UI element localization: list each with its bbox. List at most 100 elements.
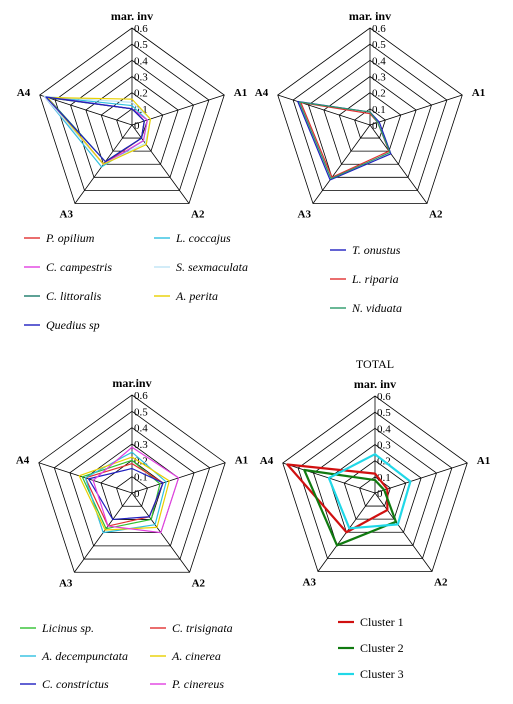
legend-label: Cluster 3 [360, 667, 404, 681]
grid-ring [39, 27, 225, 204]
grid-ring [323, 76, 417, 165]
grid-ring [328, 444, 422, 533]
axis-spoke [312, 124, 371, 204]
axis-spoke [374, 462, 468, 494]
legend-label: S. sexmaculata [176, 260, 248, 274]
radar-chart-3: 00.10.20.30.40.50.6mar.invA1A2A3A4Licinu… [16, 376, 248, 691]
legend: Licinus sp. C. trisignata A. decempunctata… [20, 621, 233, 691]
legend-label: A. perita [175, 289, 218, 303]
tick-label: 0.3 [134, 72, 148, 84]
grid-ring [338, 92, 402, 152]
grid-ring [54, 43, 210, 191]
tick-label: 0.5 [377, 407, 391, 419]
legend-label: Cluster 1 [360, 615, 404, 629]
axis-label: A3 [59, 577, 73, 589]
series-line [298, 101, 391, 180]
grid-ring [308, 59, 432, 178]
axis-label: A2 [191, 208, 205, 220]
tick-label: 0.5 [134, 39, 148, 51]
tick-label: 0.3 [372, 72, 386, 84]
axis-label: A4 [16, 455, 30, 467]
grid-ring [313, 427, 437, 546]
chart-title: mar.inv [112, 376, 151, 390]
axis-spoke [369, 94, 463, 126]
tick-label: 0 [134, 488, 140, 500]
tick-label: 0 [372, 120, 378, 132]
axis-label: A2 [429, 208, 443, 220]
grid-ring [359, 476, 391, 507]
series-line [81, 459, 161, 530]
tick-label: 0.6 [134, 23, 148, 35]
chart-title: mar. inv [354, 377, 396, 391]
legend-label: C. littoralis [46, 289, 102, 303]
legend-label: A. decempunctata [41, 649, 128, 663]
legend-label: Quedius sp [46, 318, 100, 332]
axis-label: A3 [298, 208, 312, 220]
axis-label: A3 [60, 208, 74, 220]
chart-subtitle: TOTAL [356, 357, 394, 371]
grid-ring [53, 410, 211, 560]
axis-spoke [369, 124, 428, 204]
tick-label: 0.4 [377, 423, 391, 435]
tick-label: 0.1 [134, 472, 148, 484]
axis-spoke [277, 94, 371, 126]
tick-label: 0.4 [134, 423, 148, 435]
axis-label: A4 [17, 87, 31, 99]
tick-label: 0.6 [377, 391, 391, 403]
axis-label: A1 [472, 87, 485, 99]
grid-ring [354, 108, 386, 139]
axis-label: A1 [235, 455, 248, 467]
series-line [92, 446, 180, 534]
axis-label: A1 [477, 455, 490, 467]
legend-label: P. cinereus [171, 677, 224, 691]
axis-label: A2 [434, 576, 448, 588]
grid-ring [277, 27, 463, 204]
legend-label: P. opilium [45, 231, 95, 245]
legend-label: C. trisignata [172, 621, 233, 635]
series-line [87, 467, 164, 521]
legend: Cluster 1 Cluster 2 Cluster 3 [338, 615, 404, 681]
axis-spoke [374, 492, 433, 572]
tick-label: 0.3 [134, 439, 148, 451]
legend-label: C. campestris [46, 260, 112, 274]
series-line [46, 96, 152, 165]
series-line [45, 96, 145, 163]
tick-label: 0 [377, 488, 383, 500]
axis-label: A3 [303, 576, 317, 588]
tick-label: 0.2 [134, 88, 148, 100]
grid-ring [343, 460, 407, 520]
tick-label: 0.5 [134, 406, 148, 418]
legend-label: Cluster 2 [360, 641, 404, 655]
tick-label: 0.1 [372, 104, 386, 116]
tick-label: 0.6 [372, 23, 386, 35]
tick-label: 0.4 [134, 55, 148, 67]
tick-label: 0.6 [134, 390, 148, 402]
series-line [327, 453, 412, 530]
legend-label: A. cinerea [171, 649, 221, 663]
tick-label: 0.5 [372, 39, 386, 51]
legend-label: N. viduata [351, 301, 402, 315]
grid-ring [69, 427, 195, 547]
tick-label: 0.2 [372, 88, 386, 100]
grid-ring [85, 76, 179, 165]
legend-label: Licinus sp. [41, 621, 94, 635]
grid-ring [292, 43, 448, 191]
tick-label: 0.3 [377, 440, 391, 452]
axis-label: A4 [255, 87, 269, 99]
grid-ring [38, 394, 226, 573]
series-line [286, 463, 389, 534]
series-line [84, 463, 164, 527]
axis-spoke [39, 94, 133, 126]
axis-label: A1 [234, 87, 247, 99]
chart-title: mar. inv [111, 9, 153, 23]
chart-title: mar. inv [349, 9, 391, 23]
legend-label: L. riparia [351, 272, 399, 286]
grid-ring [282, 395, 468, 572]
series-line [303, 468, 398, 547]
axis-label: A4 [260, 455, 274, 467]
